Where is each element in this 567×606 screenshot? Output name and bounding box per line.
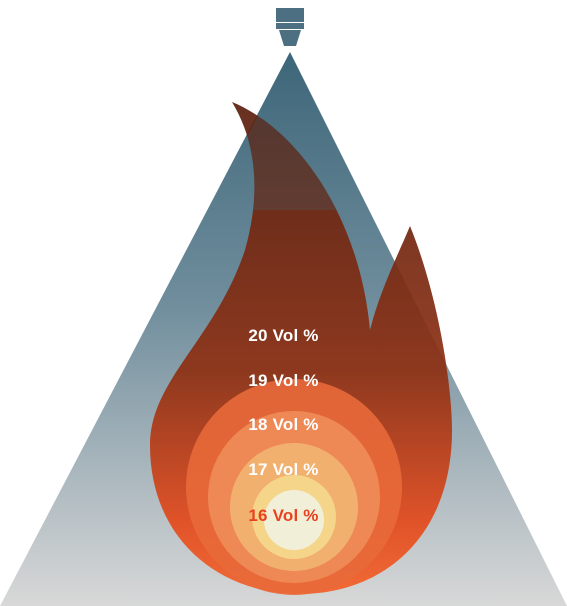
zone-label-19: 19 Vol % (248, 371, 319, 390)
zone-label-18: 18 Vol % (248, 415, 319, 434)
zone-label-17: 17 Vol % (248, 460, 319, 479)
zone-label-20: 20 Vol % (248, 326, 319, 345)
zone-core (264, 490, 324, 550)
zone-label-16: 16 Vol % (248, 506, 319, 525)
nozzle-icon (276, 8, 304, 46)
